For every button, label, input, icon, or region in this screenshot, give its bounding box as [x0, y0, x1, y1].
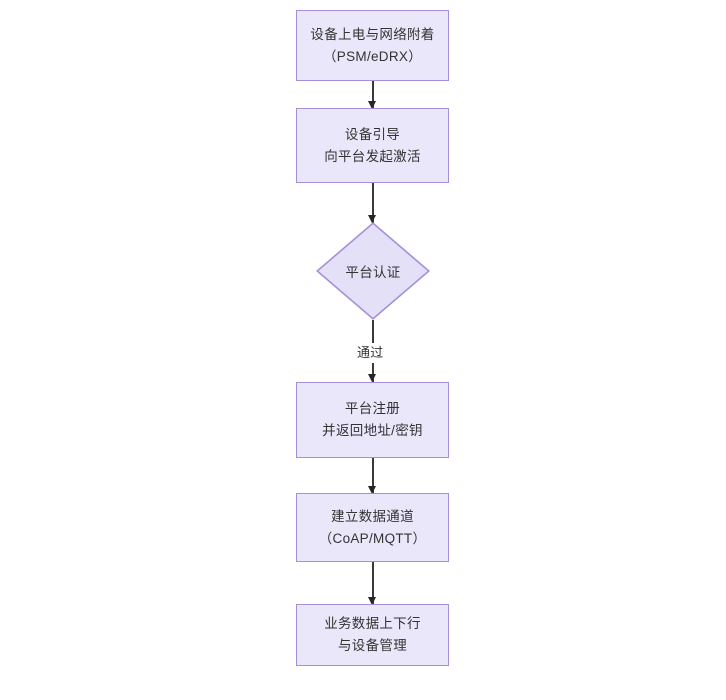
- node-data-channel[interactable]: 建立数据通道 （CoAP/MQTT）: [296, 493, 449, 562]
- node-power-on[interactable]: 设备上电与网络附着 （PSM/eDRX）: [296, 10, 449, 81]
- connector-data-channel-to-service-data: [372, 562, 374, 605]
- node-platform-register-line2: 并返回地址/密钥: [322, 423, 423, 438]
- node-service-data-line1: 业务数据上下行: [324, 616, 421, 631]
- node-platform-auth-label: 平台认证: [345, 265, 401, 280]
- node-platform-register-line1: 平台注册: [344, 401, 401, 416]
- node-data-channel-line2: （CoAP/MQTT）: [318, 530, 427, 546]
- diamond-icon: [316, 222, 430, 320]
- node-bootstrap-line1: 设备引导: [344, 126, 401, 142]
- node-platform-register[interactable]: 平台注册 并返回地址/密钥: [296, 382, 449, 458]
- arrowhead-bootstrap-to-platform-auth: [368, 215, 377, 223]
- node-power-on-line1: 设备上电与网络附着: [310, 26, 435, 42]
- node-bootstrap-line2: 向平台发起激活: [324, 148, 421, 164]
- node-power-on-line2: （PSM/eDRX）: [322, 48, 423, 64]
- node-data-channel-line1: 建立数据通道: [331, 508, 414, 524]
- connector-platform-register-to-data-channel: [372, 458, 374, 494]
- connector-bootstrap-to-platform-auth: [372, 183, 374, 223]
- node-bootstrap[interactable]: 设备引导 向平台发起激活: [296, 108, 449, 183]
- connector-power-on-to-bootstrap: [372, 81, 374, 108]
- node-platform-auth[interactable]: 平台认证: [316, 222, 430, 320]
- arrowhead-platform-register-to-data-channel: [368, 486, 377, 494]
- arrowhead-data-channel-to-service-data: [368, 597, 377, 605]
- arrowhead-power-on-to-bootstrap: [368, 101, 377, 109]
- arrowhead-platform-auth-to-platform-register: [368, 374, 377, 382]
- node-service-data[interactable]: 业务数据上下行 与设备管理: [296, 604, 449, 666]
- node-service-data-line2: 与设备管理: [338, 638, 407, 653]
- edge-label-pass: 通过: [354, 343, 387, 363]
